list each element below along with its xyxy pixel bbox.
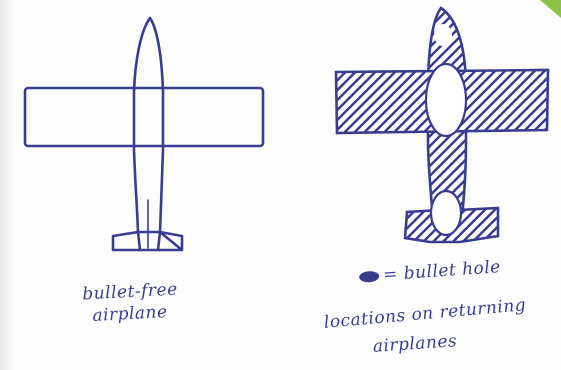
corner-accent (540, 0, 561, 18)
returning-airplane (336, 8, 548, 242)
bullet-hole-marker-icon (359, 271, 380, 283)
clean-zone-nose (434, 24, 452, 46)
clean-zone-engine (431, 191, 461, 235)
left-plane-tail-cone (138, 232, 160, 250)
bullet-free-airplane (25, 18, 263, 250)
clean-zone-wing-center (426, 64, 466, 136)
left-plane-wing (25, 88, 263, 146)
